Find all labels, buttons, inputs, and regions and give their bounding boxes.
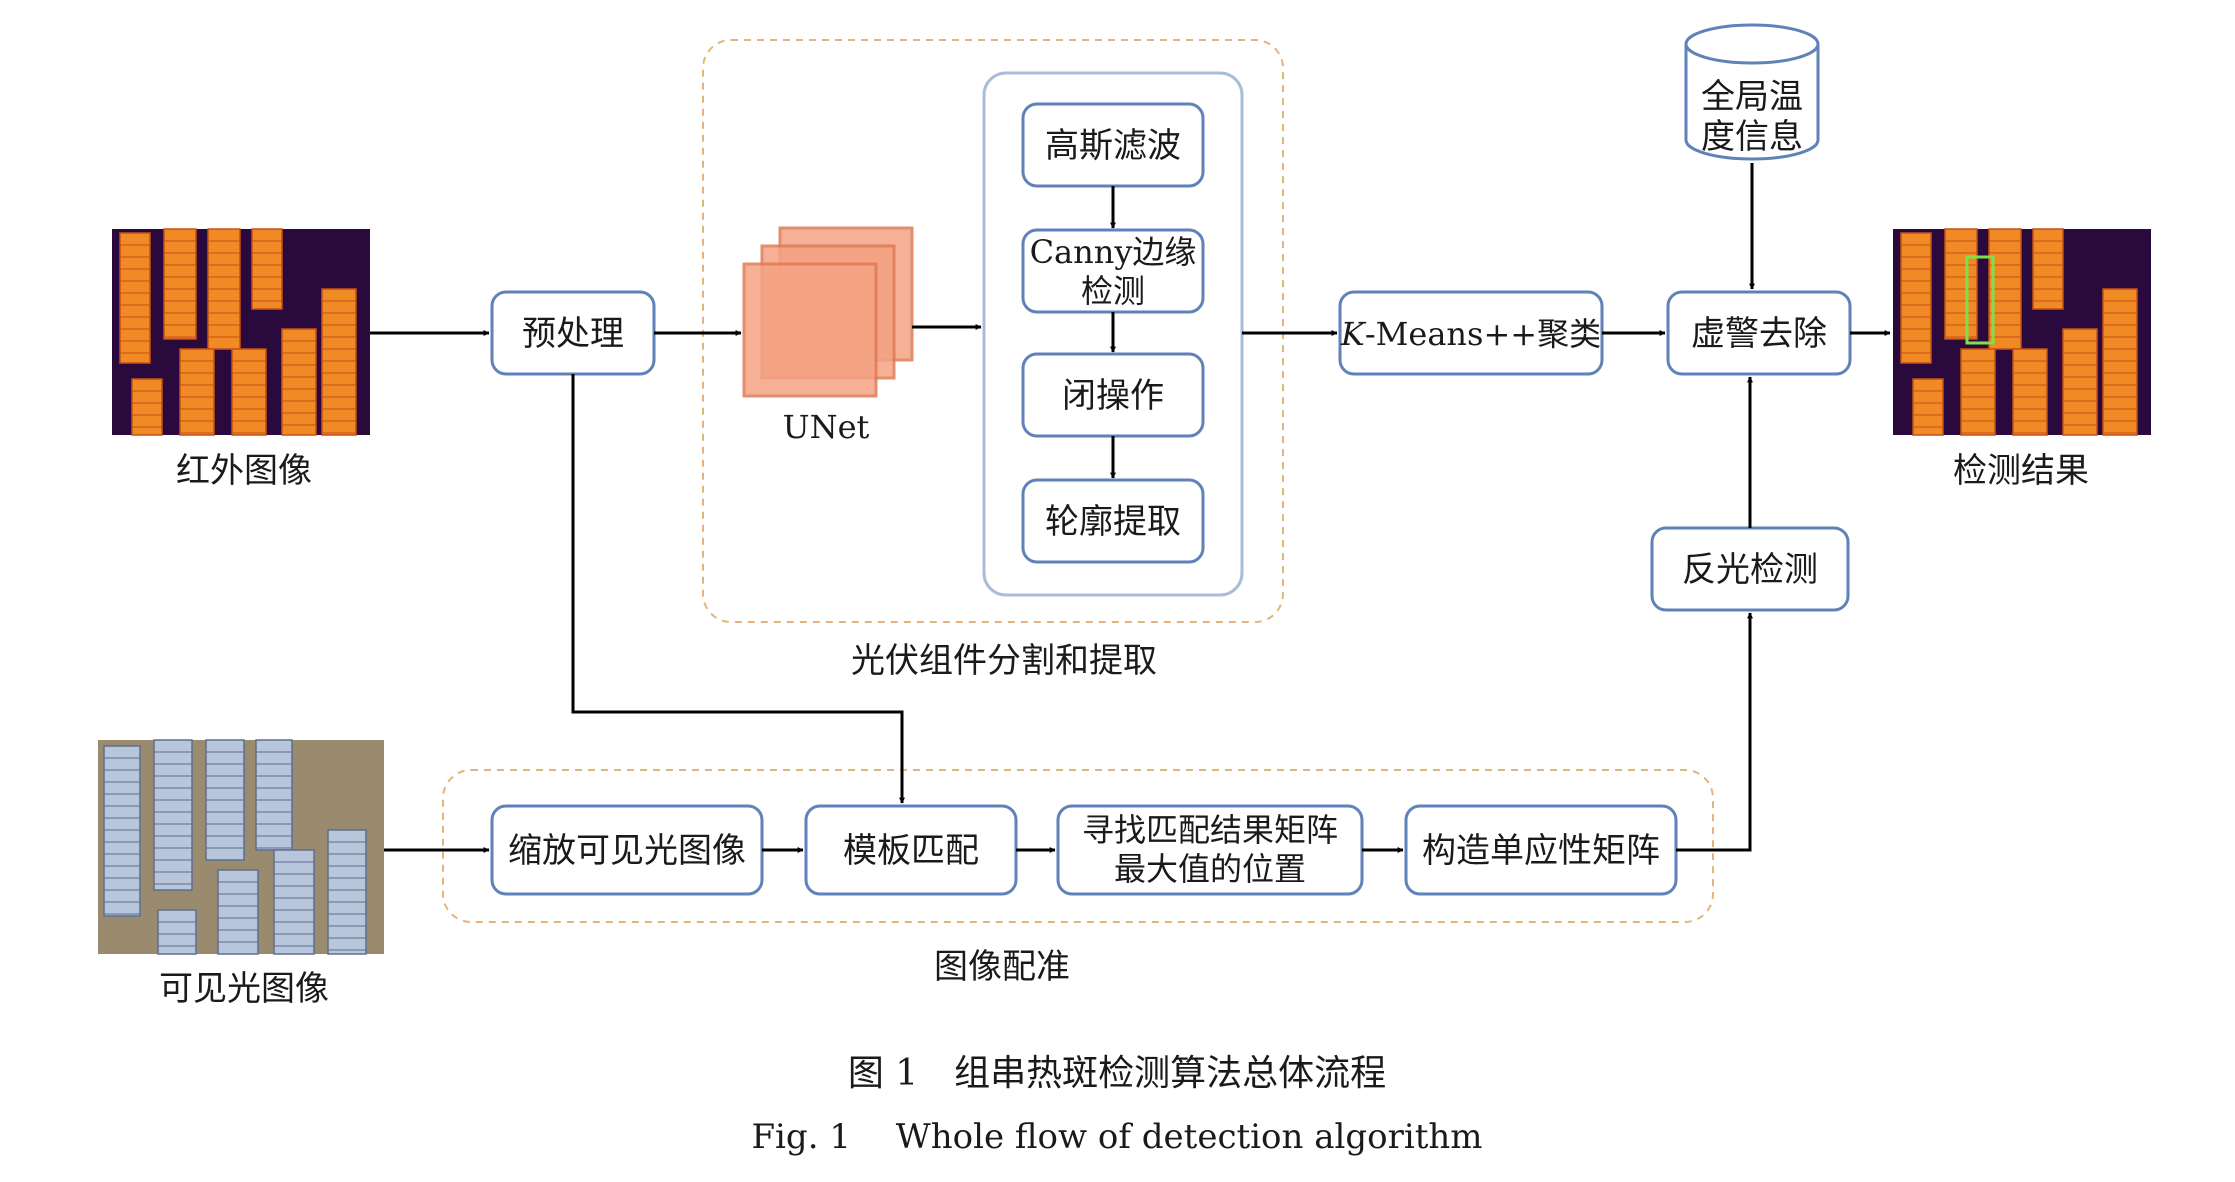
visible-panel-4: [157, 909, 197, 955]
hotspot-marker: [1965, 255, 1995, 345]
ir-panel-3: [251, 228, 283, 310]
result-panel-8: [2102, 288, 2138, 436]
global-temperature-label-line2: 度信息: [1701, 117, 1803, 157]
result-panel-5: [1960, 348, 1996, 436]
gaussian-filter-label: 高斯滤波: [1045, 126, 1181, 166]
contour-extraction-box: [1021, 478, 1205, 564]
edge-preprocess-to-template-matching: [571, 374, 905, 804]
segmentation-group-frame: [702, 39, 1284, 623]
template-matching-label: 模板匹配: [843, 831, 979, 871]
registration-group-frame: [442, 769, 1714, 923]
preprocess-label: 预处理: [522, 314, 624, 354]
result-panel-3: [2032, 228, 2064, 310]
contour-extraction-label: 轮廓提取: [1045, 502, 1181, 542]
result-image-label: 检测结果: [1953, 451, 2089, 491]
segmentation-group-label: 光伏组件分割和提取: [851, 641, 1157, 681]
result-panel-6: [2012, 348, 2048, 436]
result-panel-0: [1900, 232, 1932, 364]
result-panel-1: [1944, 228, 1978, 340]
ir-panel-6: [231, 348, 267, 436]
ir-panel-8: [321, 288, 357, 436]
caption-english: Fig. 1 Whole flow of detection algorithm: [751, 1117, 1482, 1157]
find-max-position-label-line2: 最大值的位置: [1114, 850, 1306, 888]
canny-edge-label-line2: 检测: [1081, 272, 1145, 310]
unet-icon: [742, 226, 914, 398]
visible-panel-1: [153, 739, 193, 891]
visible-image: [98, 739, 384, 955]
result-panel-4: [1912, 378, 1944, 436]
registration-group-label: 图像配准: [934, 947, 1070, 987]
infrared-image-label: 红外图像: [176, 451, 312, 491]
kmeans-label: K-Means++聚类: [1340, 315, 1601, 353]
caption-chinese: 图 1 组串热斑检测算法总体流程: [848, 1053, 1386, 1094]
homography-label: 构造单应性矩阵: [1422, 831, 1660, 871]
visible-panel-0: [103, 745, 141, 917]
infrared-image: [112, 228, 370, 436]
ir-panel-0: [119, 232, 151, 364]
global-temperature-database-icon: [1684, 23, 1820, 161]
canny-edge-label-line1: Canny边缘: [1030, 233, 1197, 271]
visible-panel-5: [217, 869, 259, 955]
global-temperature-label-line1: 全局温: [1701, 77, 1803, 117]
visible-image-label: 可见光图像: [159, 969, 329, 1009]
ir-panel-7: [281, 328, 317, 436]
visible-panel-3: [255, 739, 293, 851]
edge-homography-to-reflection: [1676, 612, 1753, 852]
reflection-detection-label: 反光检测: [1682, 550, 1818, 590]
false-alarm-removal-label: 虚警去除: [1691, 314, 1827, 354]
visible-panel-7: [327, 829, 367, 955]
result-image: [1893, 228, 2151, 436]
ir-panel-4: [131, 378, 163, 436]
unet-label: UNet: [783, 408, 870, 446]
visible-panel-6: [273, 849, 315, 955]
closing-operation-label: 闭操作: [1062, 376, 1164, 416]
result-panel-7: [2062, 328, 2098, 436]
scale-visible-label: 缩放可见光图像: [508, 831, 746, 871]
find-max-position-label-line1: 寻找匹配结果矩阵: [1082, 811, 1338, 849]
kmeans-label-rest: -Means++聚类: [1365, 315, 1601, 353]
ir-panel-5: [179, 348, 215, 436]
kmeans-label-k: K: [1340, 315, 1367, 353]
ir-panel-1: [163, 228, 197, 340]
